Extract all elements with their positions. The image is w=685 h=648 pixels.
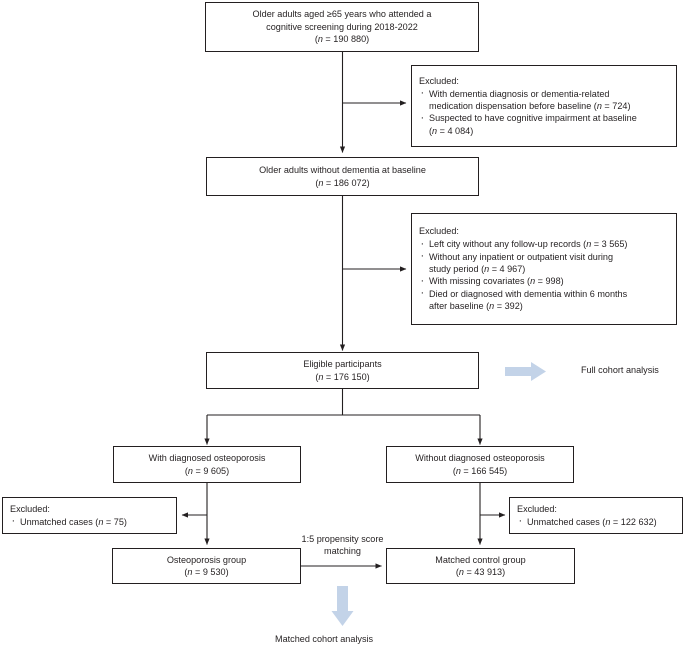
list-item: Unmatched cases (n = 75) [10, 515, 127, 528]
label-propensity-matching-line1: 1:5 propensity score [301, 534, 384, 544]
node-excluded-1-list: With dementia diagnosis or dementia-rela… [419, 87, 637, 138]
list-item: With missing covariates (n = 998) [419, 275, 627, 288]
node-matched-control-group: Matched control group (n = 43 913) [386, 548, 575, 584]
label-propensity-matching-line2: matching [324, 546, 361, 557]
node-no-dementia: Older adults without dementia at baselin… [206, 157, 479, 196]
bullet-text: Unmatched cases (n = 75) [20, 516, 127, 527]
list-item: Suspected to have cognitive impairment a… [419, 112, 637, 137]
bullet-text: Without any inpatient or outpatient visi… [429, 251, 614, 262]
bullet-text-cont: study period (n = 4 967) [429, 264, 526, 275]
node-excluded-right: Excluded: Unmatched cases (n = 122 632) [509, 497, 683, 534]
bullet-text: Unmatched cases (n = 122 632) [527, 516, 657, 527]
node-osteoporosis-group-line1: Osteoporosis group [166, 554, 247, 565]
bullet-text: With dementia diagnosis or dementia-rela… [429, 88, 610, 99]
full-cohort-arrow-glyph [505, 362, 546, 381]
list-item: Without any inpatient or outpatient visi… [419, 250, 627, 276]
bullet-text: Suspected to have cognitive impairment a… [429, 113, 637, 124]
list-item: Left city without any follow-up records … [419, 238, 628, 251]
node-no-dementia-line1: Older adults without dementia at baselin… [259, 165, 426, 176]
list-item: With dementia diagnosis or dementia-rela… [419, 87, 637, 113]
node-osteoporosis-group-count: (n = 9 530) [184, 567, 229, 577]
bullet-text-cont: after baseline (n = 392) [429, 301, 523, 312]
node-excluded-1-title: Excluded: [419, 75, 459, 86]
label-full-cohort-analysis: Full cohort analysis [581, 365, 659, 375]
label-matched-cohort-analysis: Matched cohort analysis [275, 634, 374, 644]
label-propensity-matching: 1:5 propensity score matching [292, 533, 393, 558]
node-matched-control-group-count: (n = 43 913) [455, 567, 506, 577]
node-screened-count: (n = 190 880) [314, 34, 370, 45]
node-excluded-2-title: Excluded: [419, 226, 459, 237]
node-excluded-left-title: Excluded: [10, 503, 50, 514]
node-with-osteoporosis-count: (n = 9 605) [184, 465, 230, 476]
list-item: Died or diagnosed with dementia within 6… [419, 287, 628, 313]
node-eligible-line1: Eligible participants [303, 359, 382, 370]
matched-cohort-arrow-glyph [331, 586, 354, 626]
node-screened: Older adults aged ≥65 years who attended… [205, 2, 479, 52]
node-without-osteoporosis: Without diagnosed osteoporosis (n = 166 … [386, 446, 574, 483]
node-excluded-right-title: Excluded: [517, 503, 557, 514]
node-excluded-2-list: Left city without any follow-up records … [419, 238, 628, 313]
node-without-osteoporosis-line1: Without diagnosed osteoporosis [415, 453, 545, 464]
node-excluded-2: Excluded: Left city without any follow-u… [411, 213, 677, 325]
node-without-osteoporosis-count: (n = 166 545) [452, 465, 508, 476]
node-osteoporosis-group: Osteoporosis group (n = 9 530) [112, 548, 301, 584]
node-with-osteoporosis-line1: With diagnosed osteoporosis [148, 453, 266, 464]
node-with-osteoporosis: With diagnosed osteoporosis (n = 9 605) [113, 446, 301, 483]
bullet-text: With missing covariates (n = 998) [429, 276, 564, 287]
bullet-text-cont: (n = 4 084) [429, 125, 474, 136]
node-matched-control-group-line1: Matched control group [435, 554, 526, 565]
node-eligible-count: (n = 176 150) [315, 371, 370, 382]
node-no-dementia-count: (n = 186 072) [315, 177, 370, 188]
node-excluded-left: Excluded: Unmatched cases (n = 75) [2, 497, 177, 534]
bullet-text: Left city without any follow-up records … [429, 239, 628, 250]
node-excluded-right-list: Unmatched cases (n = 122 632) [517, 515, 657, 528]
bullet-text-cont: medication dispensation before baseline … [429, 101, 631, 112]
node-screened-line2: cognitive screening during 2018-2022 [266, 21, 418, 32]
list-item: Unmatched cases (n = 122 632) [517, 515, 657, 528]
bullet-text: Died or diagnosed with dementia within 6… [429, 288, 628, 299]
node-eligible: Eligible participants (n = 176 150) [206, 352, 479, 389]
node-screened-line1: Older adults aged ≥65 years who attended… [252, 9, 432, 20]
node-excluded-1: Excluded: With dementia diagnosis or dem… [411, 65, 677, 147]
node-excluded-left-list: Unmatched cases (n = 75) [10, 515, 127, 528]
